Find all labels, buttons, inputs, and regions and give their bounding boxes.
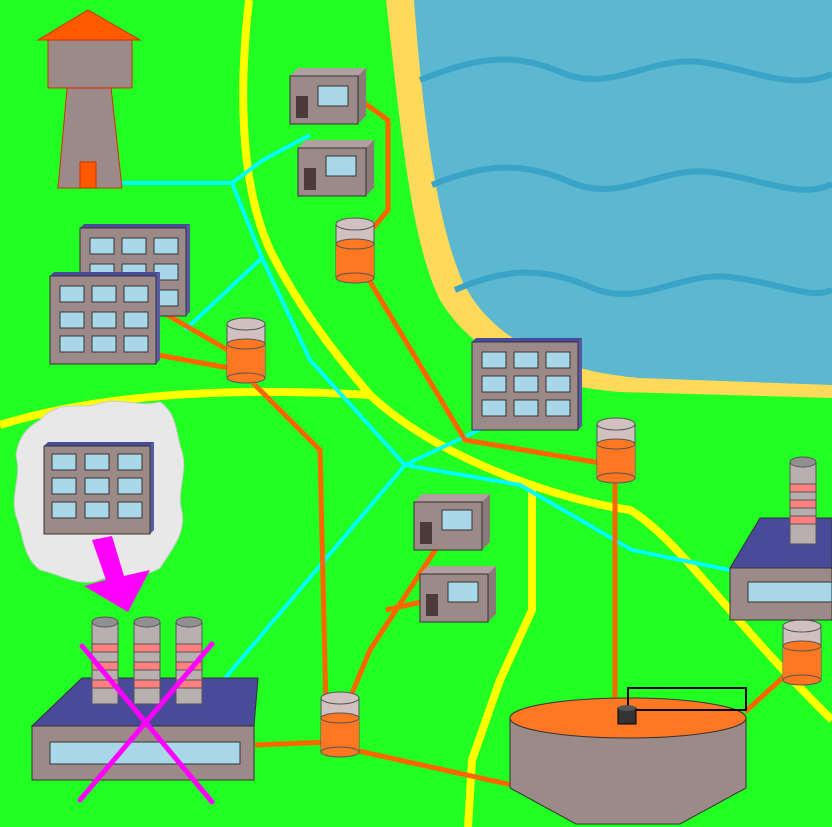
small-house-icon <box>419 566 496 623</box>
cross-out-icon <box>77 641 215 805</box>
storage-tank-icon <box>226 317 266 384</box>
office-building-icon <box>471 338 582 431</box>
lake-waves <box>418 56 832 297</box>
office-building-icon <box>49 272 160 365</box>
thought-bubble-icon <box>13 400 185 583</box>
small-house-icon <box>413 494 490 551</box>
lake <box>414 0 832 385</box>
cyan-pipes <box>100 133 731 692</box>
arrow-icon <box>84 536 150 612</box>
factory-icon <box>30 616 259 781</box>
small-house-icon <box>297 140 374 197</box>
storage-tank-icon <box>335 217 375 284</box>
small-house-icon <box>289 68 366 125</box>
treatment-basin-icon <box>509 687 747 825</box>
water-tower-icon <box>36 9 142 189</box>
factory-icon <box>729 456 832 621</box>
storage-tank-icon <box>320 691 360 758</box>
storage-tank-icon <box>596 417 636 484</box>
storage-tank-icon <box>782 619 822 686</box>
office-building-icon <box>43 442 154 535</box>
